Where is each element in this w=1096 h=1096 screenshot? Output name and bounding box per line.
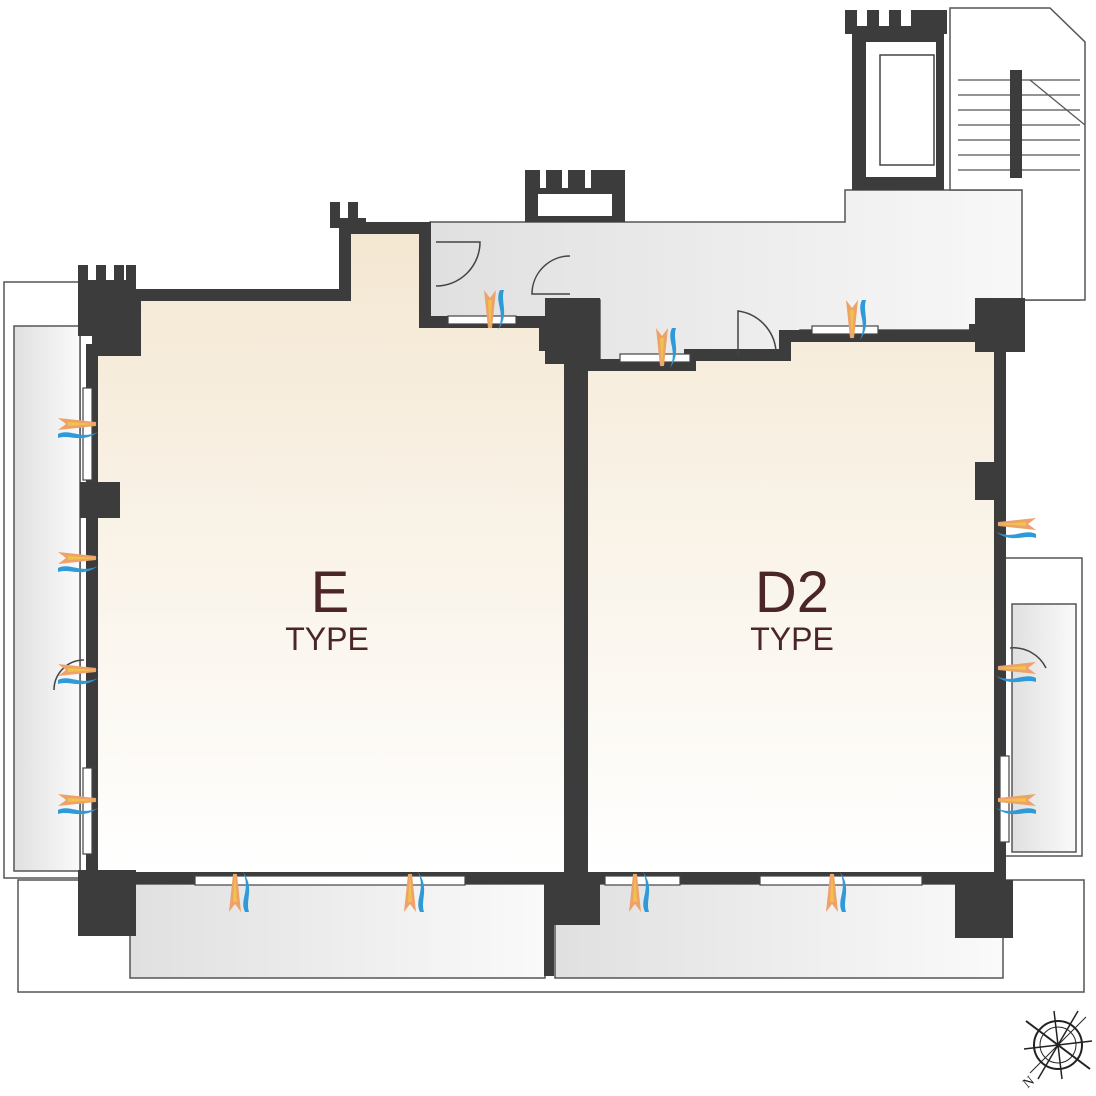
- compass-rose-icon: N: [1020, 1010, 1093, 1092]
- unit-e[interactable]: E TYPE: [86, 222, 576, 884]
- doors: [53, 241, 1047, 691]
- unit-e-type-label: TYPE: [285, 621, 369, 657]
- balconies: [3, 281, 1085, 993]
- unit-d2[interactable]: D2 TYPE: [576, 324, 1006, 884]
- compass-north-label: N: [1020, 1074, 1037, 1092]
- unit-d2-type-label: TYPE: [750, 621, 834, 657]
- unit-e-name: E: [311, 560, 350, 625]
- staircase: [958, 70, 1086, 178]
- common-corridor: [429, 7, 1086, 361]
- unit-d2-name: D2: [755, 560, 829, 625]
- structural-columns: [78, 170, 1025, 976]
